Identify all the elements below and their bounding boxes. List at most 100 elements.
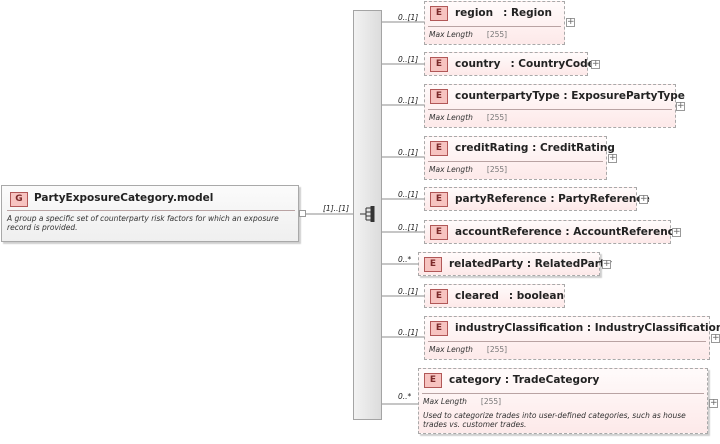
element-accountreference-title: accountReference : AccountReference: [455, 226, 681, 238]
element-cleared-cardinality: 0..[1]: [398, 287, 419, 296]
facet-value: [255]: [486, 113, 508, 122]
element-type: : RelatedParty: [526, 258, 612, 270]
element-type: : boolean: [508, 290, 564, 302]
element-accountreference-cardinality: 0..[1]: [398, 223, 419, 232]
element-badge: E: [424, 373, 442, 388]
element-accountreference[interactable]: E accountReference : AccountReference: [424, 220, 681, 244]
element-badge: E: [430, 89, 448, 104]
element-relatedparty[interactable]: E relatedParty : RelatedParty: [418, 252, 612, 276]
element-counterpartytype-cardinality: 0..[1]: [398, 96, 419, 105]
element-industryclassification-cardinality: 0..[1]: [398, 328, 419, 337]
element-facet: Max Length [255]: [429, 113, 507, 122]
group-party-exposure-category-model[interactable]: G PartyExposureCategory.model A group a …: [1, 185, 299, 242]
group-cardinality: [1]..[1]: [323, 204, 350, 213]
element-industryclassification[interactable]: E industryClassification : IndustryClass…: [424, 316, 720, 360]
facet-value: [255]: [486, 30, 508, 39]
element-type: : CountryCode: [510, 58, 595, 70]
element-name: creditRating: [455, 142, 529, 154]
expand-country-button[interactable]: +: [591, 59, 600, 69]
sequence-compositor[interactable]: [353, 10, 382, 420]
element-region-title: region : Region: [455, 7, 552, 19]
element-badge: E: [430, 192, 448, 207]
element-name: region: [455, 7, 494, 19]
element-type: : PartyReference: [550, 193, 650, 205]
element-country[interactable]: E country : CountryCode: [424, 52, 595, 76]
element-name: industryClassification: [455, 322, 584, 334]
element-divider: [428, 109, 672, 110]
expand-counterpartytype-button[interactable]: +: [676, 101, 685, 111]
element-cleared[interactable]: E cleared : boolean: [424, 284, 565, 308]
element-facet: Max Length [255]: [429, 30, 507, 39]
element-name: partyReference: [455, 193, 547, 205]
element-badge: E: [430, 225, 448, 240]
group-documentation: A group a specific set of counterparty r…: [7, 214, 279, 232]
expand-industryclassification-button[interactable]: +: [711, 333, 720, 343]
facet-label: Max Length: [423, 397, 467, 406]
element-partyreference-cardinality: 0..[1]: [398, 190, 419, 199]
element-counterpartytype[interactable]: E counterpartyType : ExposurePartyType M…: [424, 84, 685, 128]
element-category[interactable]: E category : TradeCategory Max Length [25…: [418, 368, 708, 434]
element-documentation: Used to categorize trades into user-defi…: [423, 411, 686, 429]
facet-value: [255]: [486, 165, 508, 174]
sequence-icon: [360, 206, 375, 222]
element-facet: Max Length [255]: [429, 165, 507, 174]
element-region[interactable]: E region : Region Max Length [255]: [424, 1, 565, 45]
element-badge: E: [430, 6, 448, 21]
element-name: accountReference: [455, 226, 562, 238]
element-type: : IndustryClassification: [586, 322, 720, 334]
element-category-cardinality: 0..*: [398, 392, 412, 401]
element-region-cardinality: 0..[1]: [398, 13, 419, 22]
element-name: cleared: [455, 290, 499, 302]
expand-creditrating-button[interactable]: +: [608, 153, 617, 163]
element-badge: E: [430, 289, 448, 304]
element-relatedparty-cardinality: 0..*: [398, 255, 412, 264]
element-divider: [428, 26, 561, 27]
facet-label: Max Length: [429, 165, 473, 174]
element-badge: E: [424, 257, 442, 272]
expand-category-button[interactable]: +: [709, 398, 718, 408]
element-facet: Max Length [255]: [423, 397, 501, 406]
element-cleared-title: cleared : boolean: [455, 290, 564, 302]
group-collapse-toggle[interactable]: [299, 210, 306, 217]
group-name: PartyExposureCategory.model: [34, 192, 214, 204]
element-counterpartytype-title: counterpartyType : ExposurePartyType: [455, 90, 685, 102]
facet-label: Max Length: [429, 345, 473, 354]
element-type: : Region: [503, 7, 552, 19]
element-type: : CreditRating: [532, 142, 615, 154]
expand-accountreference-button[interactable]: +: [672, 227, 681, 237]
facet-value: [255]: [486, 345, 508, 354]
facet-value: [255]: [480, 397, 502, 406]
element-partyreference[interactable]: E partyReference : PartyReference: [424, 187, 650, 211]
element-name: country: [455, 58, 501, 70]
expand-partyreference-button[interactable]: +: [639, 194, 648, 204]
group-divider: [7, 210, 295, 211]
expand-region-button[interactable]: +: [566, 17, 575, 27]
element-type: : AccountReference: [565, 226, 682, 238]
element-divider: [428, 161, 603, 162]
element-name: counterpartyType: [455, 90, 560, 102]
element-industryclassification-title: industryClassification : IndustryClassif…: [455, 322, 720, 334]
element-type: : TradeCategory: [504, 374, 600, 386]
facet-label: Max Length: [429, 113, 473, 122]
group-badge: G: [10, 192, 28, 207]
facet-label: Max Length: [429, 30, 473, 39]
element-facet: Max Length [255]: [429, 345, 507, 354]
element-creditrating[interactable]: E creditRating : CreditRating Max Length…: [424, 136, 615, 180]
expand-relatedparty-button[interactable]: +: [602, 259, 611, 269]
element-divider: [422, 393, 704, 394]
element-name: relatedParty: [449, 258, 524, 270]
element-name: category: [449, 374, 502, 386]
element-category-title: category : TradeCategory: [449, 374, 599, 386]
element-relatedparty-title: relatedParty : RelatedParty: [449, 258, 612, 270]
element-creditrating-cardinality: 0..[1]: [398, 148, 419, 157]
element-partyreference-title: partyReference : PartyReference: [455, 193, 650, 205]
element-country-cardinality: 0..[1]: [398, 55, 419, 64]
element-creditrating-title: creditRating : CreditRating: [455, 142, 615, 154]
element-divider: [428, 341, 706, 342]
element-badge: E: [430, 141, 448, 156]
element-badge: E: [430, 321, 448, 336]
element-badge: E: [430, 57, 448, 72]
element-type: : ExposurePartyType: [563, 90, 685, 102]
element-country-title: country : CountryCode: [455, 58, 595, 70]
